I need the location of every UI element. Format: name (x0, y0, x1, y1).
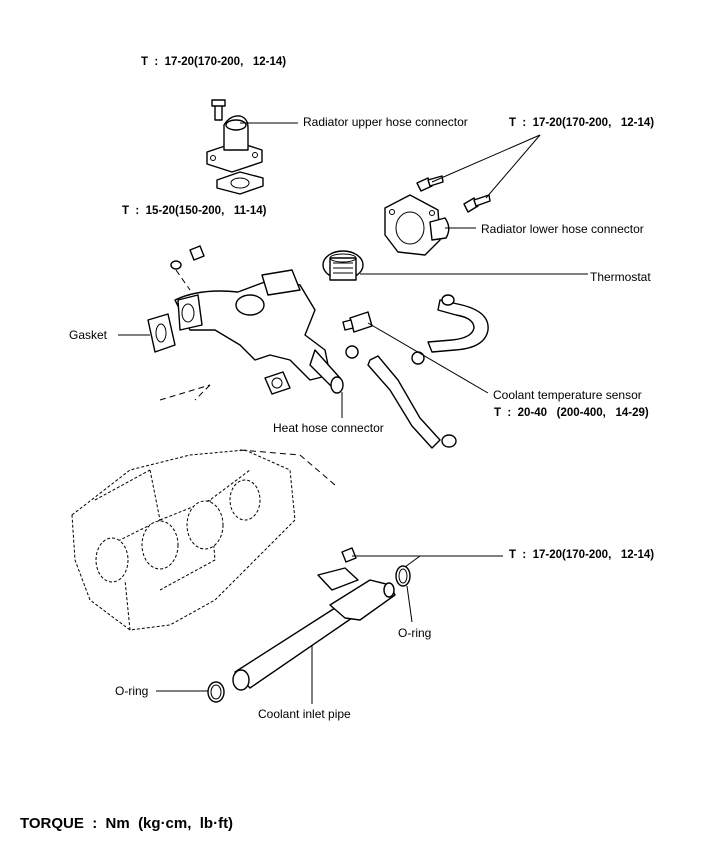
torque-coolant-sensor: T : 20-40 (200-400, 14-29) (494, 407, 649, 419)
torque-inlet-pipe-bolt: T : 17-20(170-200, 12-14) (509, 549, 655, 561)
leader-lines (118, 122, 588, 704)
label-gasket: Gasket (69, 328, 108, 342)
heat-hose-gasket-part (264, 371, 291, 395)
gasket-part (147, 313, 176, 353)
label-radiator-upper-hose-connector: Radiator upper hose connector (303, 115, 468, 129)
coolant-hoses (345, 294, 489, 449)
label-coolant-inlet-pipe: Coolant inlet pipe (258, 707, 351, 721)
label-thermostat: Thermostat (590, 270, 651, 284)
radiator-upper-hose-connector-part (206, 99, 264, 195)
label-radiator-lower-hose-connector: Radiator lower hose connector (481, 222, 644, 236)
thermostat-part (322, 250, 364, 281)
torque-units-legend: TORQUE : Nm (kg·cm, lb·ft) (20, 815, 234, 832)
label-o-ring-right: O-ring (398, 626, 432, 640)
torque-upper-connector-bolt: T : 17-20(170-200, 12-14) (141, 56, 287, 68)
label-coolant-temperature-sensor: Coolant temperature sensor (493, 388, 642, 402)
radiator-lower-hose-connector-part (384, 175, 491, 256)
torque-manifold-nut: T : 15-20(150-200, 11-14) (122, 205, 267, 217)
coolant-temperature-sensor-part (342, 311, 373, 333)
coolant-inlet-pipe-part (207, 547, 411, 703)
torque-lower-connector-bolts: T : 17-20(170-200, 12-14) (509, 117, 655, 129)
label-heat-hose-connector: Heat hose connector (273, 421, 384, 435)
engine-block (71, 384, 336, 631)
label-o-ring-left: O-ring (115, 684, 149, 698)
coolant-manifold-part (170, 245, 344, 394)
